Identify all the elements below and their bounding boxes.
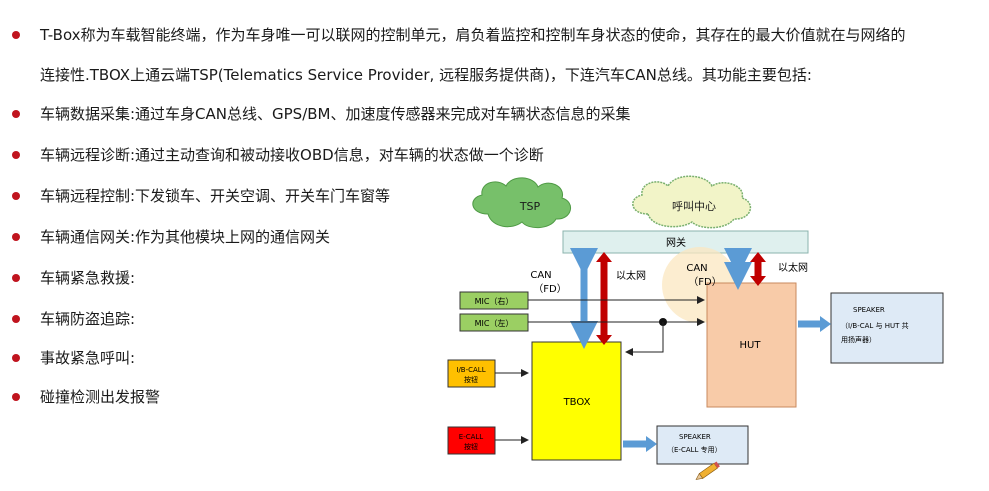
call-center-cloud: 呼叫中心 bbox=[632, 175, 752, 229]
bullet-dot bbox=[12, 151, 20, 159]
list-item-text: 车辆远程诊断:通过主动查询和被动接收OBD信息，对车辆的状态做一个诊断 bbox=[40, 146, 544, 164]
list-item-text: 车辆远程控制:下发锁车、开关空调、开关车门车窗等 bbox=[40, 187, 391, 205]
bullet-dot bbox=[12, 110, 20, 118]
e-call-label-2: 按钮 bbox=[464, 442, 478, 451]
intro-line-1: T-Box称为车载智能终端，作为车身唯一可以联网的控制单元，肩负着监控和控制车身… bbox=[40, 26, 906, 44]
ib-call-button-box bbox=[447, 359, 496, 388]
arrowhead bbox=[750, 252, 766, 262]
bullet-dot bbox=[12, 315, 20, 323]
bullet-dot bbox=[12, 393, 20, 401]
bullet-dot bbox=[12, 233, 20, 241]
tbox-box bbox=[531, 341, 622, 461]
ethernet-label-left: 以太网 bbox=[616, 269, 646, 282]
cloud-shape bbox=[472, 177, 571, 229]
ethernet-label-right: 以太网 bbox=[778, 261, 808, 274]
speaker-ecall-label-2: （E-CALL 专用） bbox=[667, 445, 722, 454]
arrowhead bbox=[596, 252, 612, 262]
bullet-dot bbox=[12, 274, 20, 282]
speaker-shared-label-3: 用扬声器） bbox=[841, 335, 876, 344]
can-fd-label-right: CAN bbox=[686, 263, 707, 274]
bullet-dot bbox=[12, 354, 20, 362]
can-fd-label-left: CAN bbox=[530, 270, 551, 281]
list-item-text: 车辆紧急救援: bbox=[40, 269, 136, 287]
tsp-cloud: TSP bbox=[472, 177, 571, 229]
arrowhead bbox=[646, 436, 657, 452]
arrowhead bbox=[596, 335, 612, 345]
can-fd-label-left-2: （FD） bbox=[533, 283, 566, 295]
speaker-ecall-box bbox=[656, 425, 749, 465]
list-item-text: 车辆数据采集:通过车身CAN总线、GPS/BM、加速度传感器来完成对车辆状态信息… bbox=[40, 105, 631, 123]
bullet-dot bbox=[12, 31, 20, 39]
mic-to-tbox-line bbox=[625, 322, 664, 356]
tbox-label: TBOX bbox=[563, 397, 591, 408]
mic-right-label: MIC（右） bbox=[475, 296, 514, 306]
pencil-cursor-icon bbox=[695, 461, 720, 480]
cloud-shape bbox=[632, 175, 752, 229]
hut-box bbox=[706, 282, 797, 408]
mic-left-label: MIC（左） bbox=[475, 318, 514, 328]
arrowhead bbox=[750, 276, 766, 286]
speaker-ecall-label: SPEAKER bbox=[679, 433, 711, 441]
speaker-shared-box bbox=[830, 292, 944, 364]
list-item-text: 车辆防盗追踪: bbox=[40, 310, 136, 328]
e-call-label: E-CALL bbox=[459, 433, 484, 441]
list-item-text: 碰撞检测出发报警 bbox=[40, 388, 161, 406]
list-item-text: 事故紧急呼叫: bbox=[40, 349, 136, 367]
tsp-label: TSP bbox=[519, 200, 541, 213]
intro-line-2: 连接性.TBOX上通云端TSP(Telematics Service Provi… bbox=[40, 66, 812, 84]
ib-call-label: I/B-CALL bbox=[456, 366, 485, 374]
arrowhead bbox=[820, 316, 831, 332]
hut-label: HUT bbox=[740, 340, 762, 351]
speaker-shared-label: SPEAKER bbox=[853, 306, 885, 314]
can-fd-label-right-2: （FD） bbox=[688, 276, 721, 288]
list-item-text: 车辆通信网关:作为其他模块上网的通信网关 bbox=[40, 228, 331, 246]
speaker-shared-label-2: （I/B-CAL 与 HUT 共 bbox=[841, 321, 909, 330]
call-center-label: 呼叫中心 bbox=[672, 200, 716, 213]
ib-call-label-2: 按钮 bbox=[464, 375, 478, 384]
bullet-dot bbox=[12, 192, 20, 200]
gateway-label: 网关 bbox=[666, 236, 686, 249]
